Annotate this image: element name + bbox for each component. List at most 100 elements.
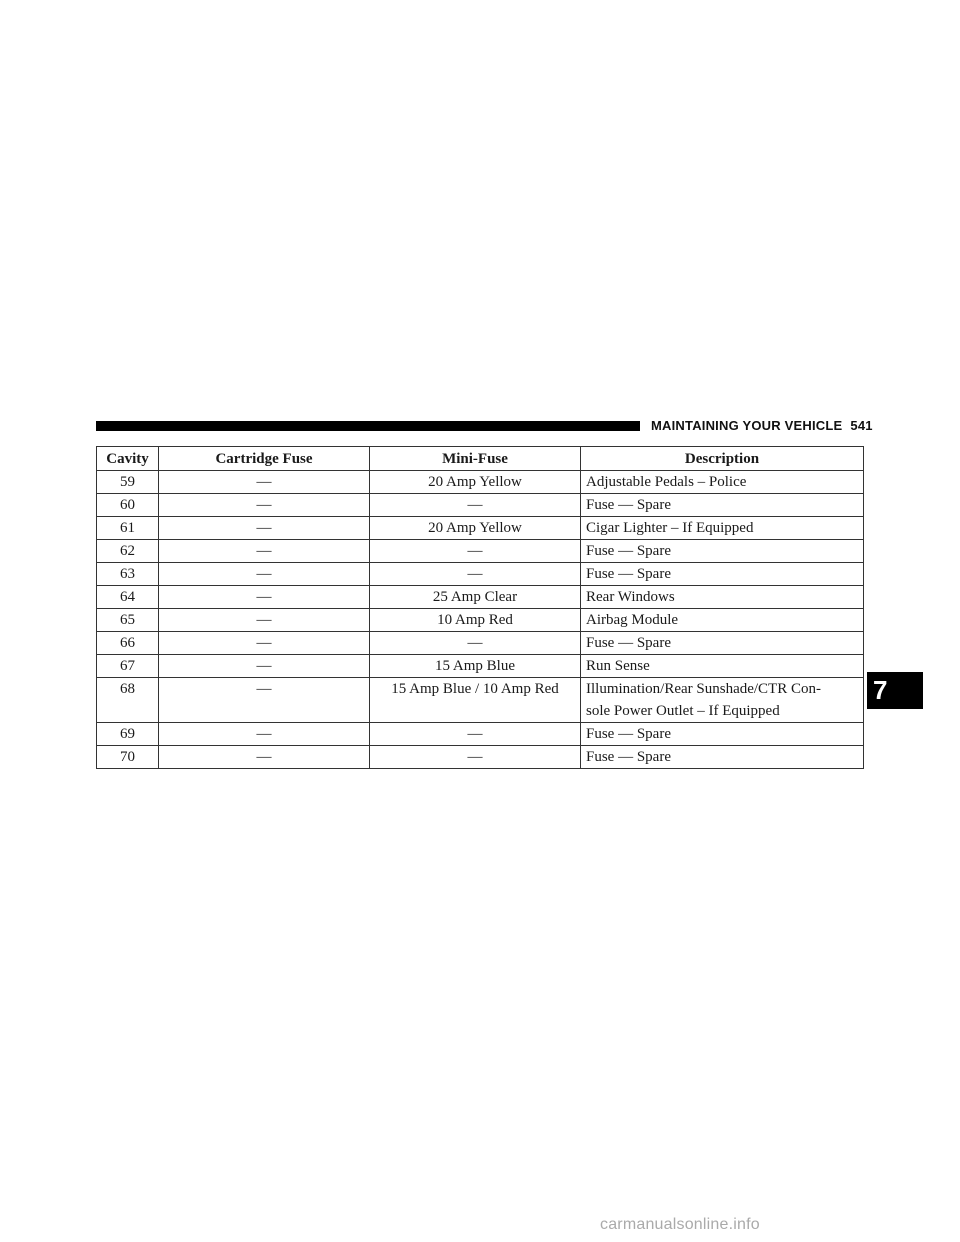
mini-fuse-cell-text: —: [467, 497, 483, 513]
column-header-cartridge-fuse: Cartridge Fuse: [158, 446, 370, 471]
cavity-cell-text: 60: [120, 497, 135, 513]
column-header-description: Description: [580, 446, 864, 471]
description-cell: Fuse — Spare: [580, 562, 864, 586]
description-cell: Fuse — Spare: [580, 631, 864, 655]
description-cell-text: Airbag Module: [586, 612, 679, 628]
mini-fuse-cell-text: 20 Amp Yellow: [428, 520, 522, 536]
cartridge-fuse-cell: —: [158, 608, 370, 632]
mini-fuse-cell-text: 15 Amp Blue: [434, 658, 515, 674]
table-row: 70 — — Fuse — Spare: [96, 745, 864, 769]
description-cell: Run Sense: [580, 654, 864, 678]
table-row: 62 — — Fuse — Spare: [96, 539, 864, 563]
cavity-cell: 65: [96, 608, 159, 632]
fuse-table: Cavity Cartridge Fuse Mini-Fuse Descript…: [96, 446, 864, 769]
mini-fuse-cell-text: 10 Amp Red: [437, 612, 513, 628]
cavity-cell-text: 68: [120, 681, 135, 697]
mini-fuse-cell-text: —: [467, 749, 483, 765]
description-cell: Fuse — Spare: [580, 539, 864, 563]
mini-fuse-cell-text: 25 Amp Clear: [432, 589, 518, 605]
table-row: 67 — 15 Amp Blue Run Sense: [96, 654, 864, 678]
cavity-cell-text: 70: [120, 749, 135, 765]
mini-fuse-cell-text: 15 Amp Blue / 10 Amp Red: [391, 681, 559, 697]
description-cell-text: Fuse — Spare: [586, 726, 671, 742]
cartridge-fuse-cell: —: [158, 722, 370, 746]
description-cell: Fuse — Spare: [580, 493, 864, 517]
cavity-cell: 69: [96, 722, 159, 746]
mini-fuse-cell: —: [369, 493, 581, 517]
cartridge-fuse-cell: —: [158, 516, 370, 540]
description-cell-text: Adjustable Pedals – Police: [586, 474, 747, 490]
description-cell-text: Cigar Lighter – If Equipped: [586, 520, 754, 536]
cartridge-fuse-cell-text: —: [256, 474, 272, 490]
mini-fuse-cell: 15 Amp Blue: [369, 654, 581, 678]
chapter-tab: 7: [867, 672, 923, 709]
cartridge-fuse-cell-text: —: [256, 497, 272, 513]
mini-fuse-cell: 25 Amp Clear: [369, 585, 581, 609]
cavity-cell: 59: [96, 470, 159, 494]
column-header-cavity: Cavity: [96, 446, 159, 471]
mini-fuse-cell: —: [369, 562, 581, 586]
mini-fuse-cell: 20 Amp Yellow: [369, 516, 581, 540]
cavity-cell: 62: [96, 539, 159, 563]
cartridge-fuse-cell-text: —: [256, 749, 272, 765]
cartridge-fuse-cell: —: [158, 493, 370, 517]
table-row: 65 — 10 Amp Red Airbag Module: [96, 608, 864, 632]
cavity-cell: 67: [96, 654, 159, 678]
table-row: 59 — 20 Amp Yellow Adjustable Pedals – Poli…: [96, 470, 864, 494]
cartridge-fuse-cell: —: [158, 539, 370, 563]
description-cell: Fuse — Spare: [580, 722, 864, 746]
cavity-cell: 66: [96, 631, 159, 655]
cavity-cell: 61: [96, 516, 159, 540]
cartridge-fuse-cell-text: —: [256, 681, 272, 697]
table-body: 59 — 20 Amp Yellow Adjustable Pedals – Poli…: [96, 470, 864, 769]
cavity-cell: 64: [96, 585, 159, 609]
description-cell: Adjustable Pedals – Police: [580, 470, 864, 494]
description-cell: Cigar Lighter – If Equipped: [580, 516, 864, 540]
cartridge-fuse-cell: —: [158, 745, 370, 769]
cavity-cell-text: 65: [120, 612, 135, 628]
header-rule: [96, 421, 640, 431]
cavity-cell-text: 69: [120, 726, 135, 742]
table-row: 63 — — Fuse — Spare: [96, 562, 864, 586]
watermark: carmanualsonline.info: [600, 1216, 760, 1233]
cartridge-fuse-cell-text: —: [256, 520, 272, 536]
column-header-mini-fuse: Mini-Fuse: [369, 446, 581, 471]
table-row: 69 — — Fuse — Spare: [96, 722, 864, 746]
cavity-cell-text: 62: [120, 543, 135, 559]
cartridge-fuse-cell-text: —: [256, 589, 272, 605]
description-cell-text: Fuse — Spare: [586, 749, 671, 765]
cartridge-fuse-cell-text: —: [256, 566, 272, 582]
mini-fuse-cell: —: [369, 745, 581, 769]
table-row: 66 — — Fuse — Spare: [96, 631, 864, 655]
description-cell-text: Fuse — Spare: [586, 566, 671, 582]
description-cell-text: Fuse — Spare: [586, 543, 671, 559]
description-cell-text: Fuse — Spare: [586, 635, 671, 651]
cavity-cell: 68: [96, 677, 159, 723]
cavity-cell-text: 63: [120, 566, 135, 582]
cartridge-fuse-cell-text: —: [256, 658, 272, 674]
mini-fuse-cell: —: [369, 539, 581, 563]
description-cell-text: Fuse — Spare: [586, 497, 671, 513]
description-cell-text: Rear Windows: [586, 589, 675, 605]
cartridge-fuse-cell-text: —: [256, 543, 272, 559]
cartridge-fuse-cell: —: [158, 562, 370, 586]
description-cell: Airbag Module: [580, 608, 864, 632]
mini-fuse-cell-text: —: [467, 635, 483, 651]
cartridge-fuse-cell-text: —: [256, 635, 272, 651]
cartridge-fuse-cell: —: [158, 654, 370, 678]
cartridge-fuse-cell: —: [158, 631, 370, 655]
cavity-cell-text: 67: [120, 658, 135, 674]
mini-fuse-cell: 15 Amp Blue / 10 Amp Red: [369, 677, 581, 723]
table-row: 61 — 20 Amp Yellow Cigar Lighter – If Equip…: [96, 516, 864, 540]
table-row: 60 — — Fuse — Spare: [96, 493, 864, 517]
table-header-row: Cavity Cartridge Fuse Mini-Fuse Descript…: [96, 446, 864, 471]
cartridge-fuse-cell-text: —: [256, 726, 272, 742]
description-cell: Rear Windows: [580, 585, 864, 609]
cavity-cell: 63: [96, 562, 159, 586]
mini-fuse-cell: 10 Amp Red: [369, 608, 581, 632]
mini-fuse-cell-text: —: [467, 543, 483, 559]
mini-fuse-cell: —: [369, 722, 581, 746]
mini-fuse-cell: 20 Amp Yellow: [369, 470, 581, 494]
cavity-cell: 70: [96, 745, 159, 769]
